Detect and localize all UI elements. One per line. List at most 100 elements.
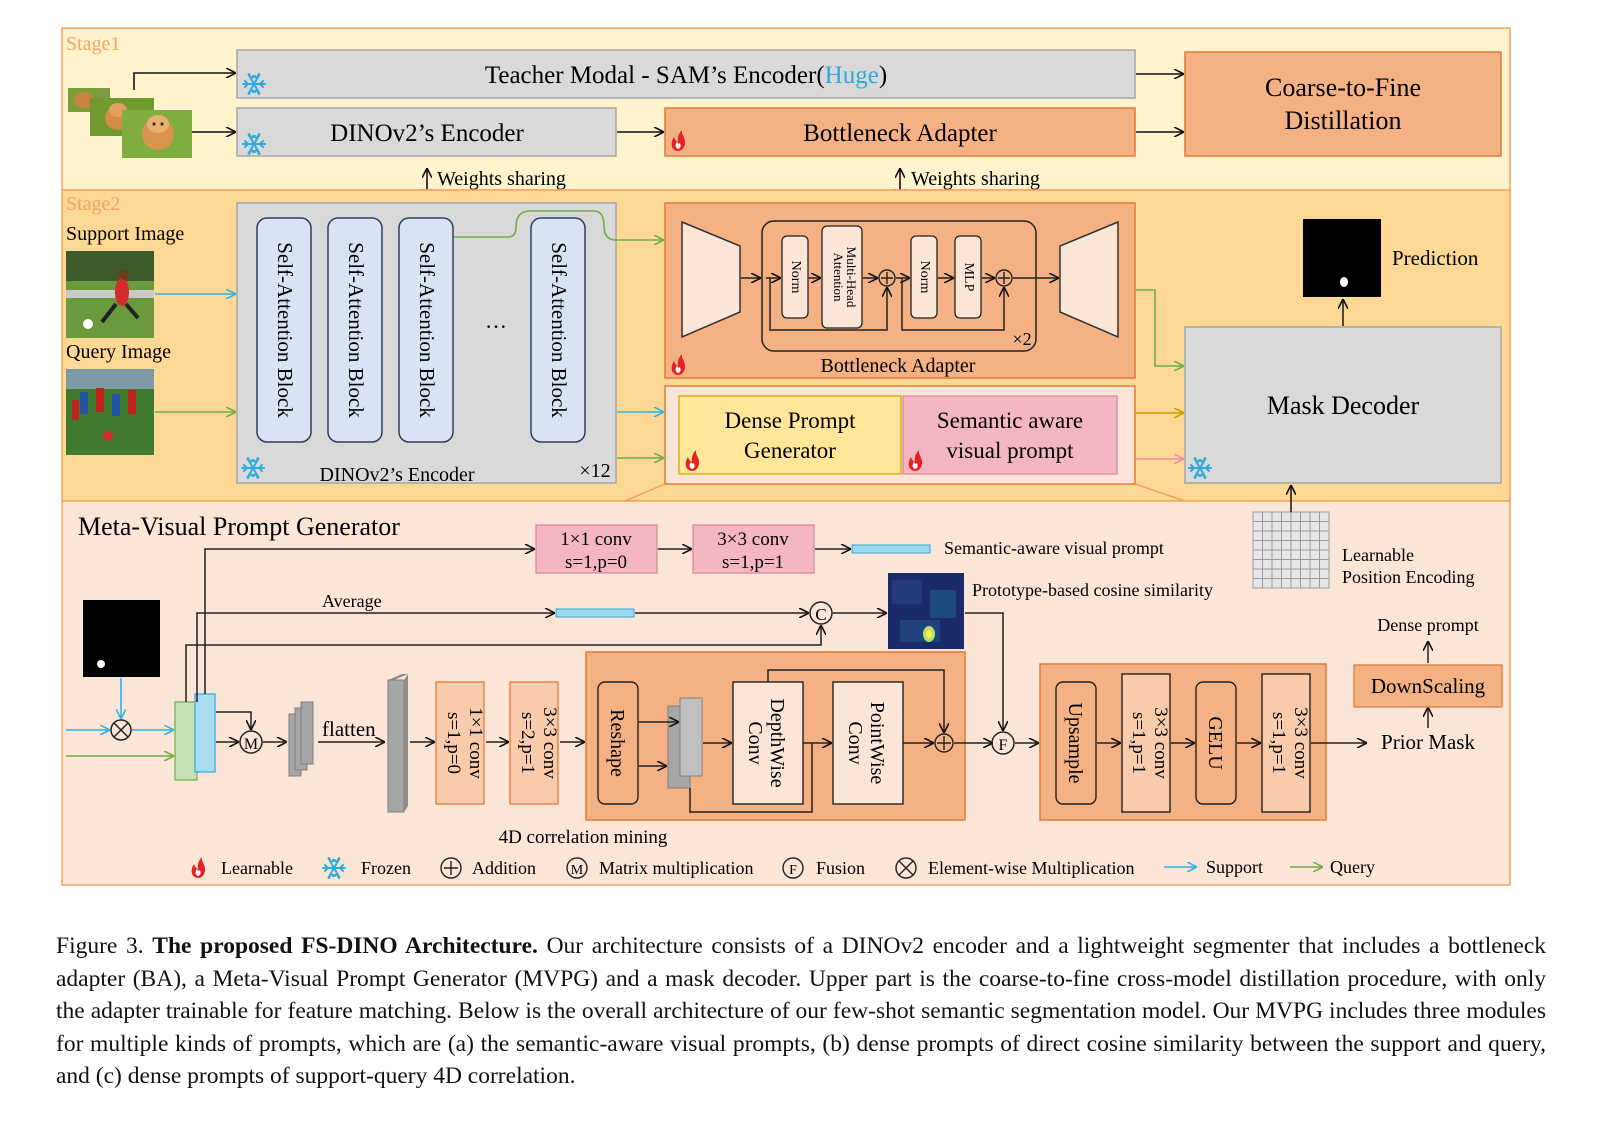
figure-caption: Figure 3. The proposed FS-DINO Architect… — [56, 930, 1546, 1093]
svg-text:GELU: GELU — [1204, 716, 1226, 770]
support-image-label: Support Image — [66, 223, 184, 245]
distillation-label-line2: Distillation — [1285, 106, 1402, 135]
svg-text:F: F — [789, 863, 797, 878]
svg-text:Multi-Head: Multi-Head — [844, 247, 859, 308]
corr-mining-label: 4D correlation mining — [499, 827, 668, 848]
semantic-aware-line2: visual prompt — [946, 438, 1074, 463]
support-mask — [83, 600, 160, 677]
conv1x1-line1: 1×1 conv — [560, 529, 632, 550]
cosine-similarity-map — [888, 573, 964, 649]
ba-detail-label: Bottleneck Adapter — [821, 355, 976, 377]
addition-icon — [440, 857, 462, 879]
up-projection — [1059, 220, 1119, 339]
semantic-prompt-label: Semantic-aware visual prompt — [944, 538, 1164, 558]
support-feature — [174, 701, 198, 781]
stage1-label: Stage1 — [66, 33, 120, 55]
self-attention-block: Self-Attention Block — [398, 217, 454, 443]
conv3x3-line2: s=1,p=1 — [722, 552, 784, 573]
svg-text:s=1,p=1: s=1,p=1 — [1128, 712, 1149, 774]
bottleneck-adapter-label-stage1: Bottleneck Adapter — [803, 120, 997, 147]
transformer-layer-group — [761, 220, 1037, 352]
mvpg-title: Meta-Visual Prompt Generator — [78, 512, 400, 541]
weights-sharing-left: Weights sharing — [437, 168, 566, 190]
svg-text:Matrix multiplication: Matrix multiplication — [599, 858, 753, 878]
svg-text:Reshape: Reshape — [606, 709, 628, 777]
query-image — [66, 369, 154, 455]
svg-text:F: F — [999, 737, 1008, 754]
distillation-label-line1: Coarse-to-Fine — [1265, 73, 1421, 102]
svg-text:Norm: Norm — [917, 261, 932, 294]
self-attention-block: Self-Attention Block — [256, 217, 312, 443]
svg-text:Conv: Conv — [744, 721, 766, 764]
v-conv3x3-box: 3×3 conv s=2,p=1 — [509, 681, 560, 805]
pointwise-conv-block: PointWise Conv — [832, 681, 904, 805]
distillation-box — [1184, 51, 1502, 157]
proto-label: Prototype-based cosine similarity — [972, 580, 1213, 600]
svg-text:Frozen: Frozen — [361, 858, 411, 878]
svg-text:Self-Attention Block: Self-Attention Block — [415, 242, 439, 418]
dino-encoder-label-stage2: DINOv2’s Encoder — [320, 464, 475, 486]
query-image-label: Query Image — [66, 341, 171, 363]
svg-text:s=1,p=1: s=1,p=1 — [1268, 712, 1289, 774]
flatten-label: flatten — [322, 717, 376, 741]
query-feature — [194, 693, 216, 773]
dense-prompt-generator-line1: Dense Prompt — [725, 408, 857, 433]
elementwise-mult-symbol — [110, 719, 132, 741]
concat-symbol — [809, 601, 833, 625]
prior-mask-label: Prior Mask — [1381, 730, 1475, 754]
svg-text:M: M — [571, 863, 584, 878]
svg-text:Element-wise Multiplication: Element-wise Multiplication — [928, 858, 1134, 878]
svg-text:M: M — [244, 736, 258, 753]
dense-prompt-generator-line2: Generator — [744, 438, 836, 463]
reshaped-feature — [667, 697, 703, 789]
svg-text:Upsample: Upsample — [1064, 702, 1086, 783]
svg-text:MLP: MLP — [961, 263, 976, 292]
svg-text:3×3 conv: 3×3 conv — [1290, 707, 1311, 779]
svg-text:Self-Attention Block: Self-Attention Block — [344, 242, 368, 418]
reshape-block: Reshape — [597, 681, 639, 805]
caption-prefix: Figure 3. — [56, 933, 144, 959]
r-conv3x3-block-b: 3×3 conv s=1,p=1 — [1261, 673, 1311, 813]
ellipsis: ··· — [485, 314, 507, 339]
support-image — [66, 251, 154, 338]
svg-text:Query: Query — [1330, 857, 1375, 877]
bottleneck-adapter-detail — [664, 202, 1136, 379]
svg-text:Self-Attention Block: Self-Attention Block — [547, 242, 571, 418]
gelu-block: GELU — [1195, 681, 1237, 805]
stage2-label: Stage2 — [66, 193, 120, 215]
svg-text:1×1 conv: 1×1 conv — [465, 707, 486, 779]
down-projection — [681, 220, 741, 339]
ba-mha-block: Multi-Head Attention — [821, 225, 863, 329]
semantic-aware-box — [902, 395, 1118, 475]
kitten-images — [68, 88, 192, 158]
upsample-block: Upsample — [1055, 681, 1097, 805]
prediction-label: Prediction — [1392, 246, 1479, 270]
average-label: Average — [322, 591, 382, 611]
times-12-label: ×12 — [579, 460, 610, 482]
conv3x3-box — [692, 524, 815, 574]
ba-mlp-block: MLP — [954, 235, 982, 319]
conv1x1-line2: s=1,p=0 — [565, 552, 627, 573]
mask-decoder-box — [1184, 326, 1502, 484]
caption-body: Our architecture consists of a DINOv2 en… — [56, 933, 1547, 1089]
learnable-pe-line1: Learnable — [1342, 545, 1414, 565]
svg-text:Support: Support — [1206, 857, 1263, 877]
r-conv3x3-block-a: 3×3 conv s=1,p=1 — [1121, 673, 1171, 813]
mask-decoder-label: Mask Decoder — [1267, 391, 1420, 420]
svg-text:PointWise: PointWise — [866, 702, 888, 785]
flattened-feature — [387, 674, 408, 813]
legend: Learnable Frozen Addition M Matrix multi… — [191, 857, 1375, 879]
svg-text:Fusion: Fusion — [816, 858, 865, 878]
svg-text:Norm: Norm — [788, 261, 803, 294]
bottleneck-adapter-box-stage1 — [664, 107, 1136, 157]
dense-prompt-label: Dense prompt — [1377, 615, 1478, 635]
self-attention-block: Self-Attention Block — [530, 217, 586, 443]
learnable-pe-line2: Position Encoding — [1342, 567, 1475, 587]
svg-text:3×3 conv: 3×3 conv — [539, 707, 560, 779]
svg-text:Addition: Addition — [472, 858, 536, 878]
architecture-figure: Stage1 Teacher Modal - SAM’s Encoder(Hug… — [61, 27, 1511, 886]
addition-icon — [934, 733, 954, 753]
elementwise-icon — [895, 857, 917, 879]
svg-text:Learnable: Learnable — [221, 858, 293, 878]
svg-text:Conv: Conv — [844, 721, 866, 764]
